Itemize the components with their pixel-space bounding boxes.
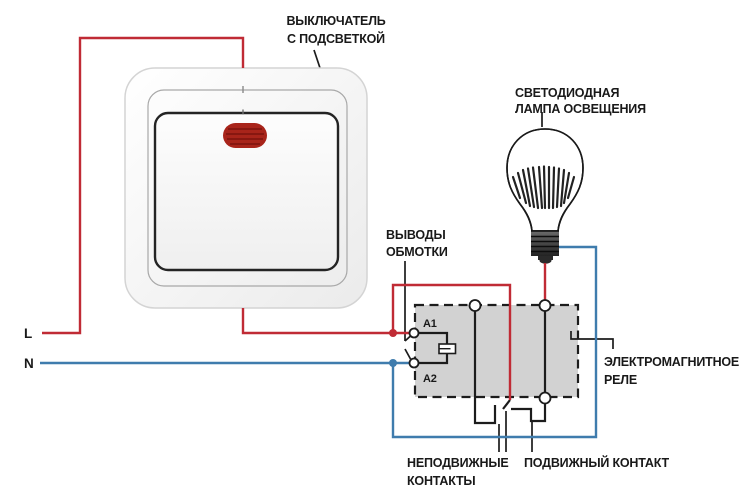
line-terminal-label: L	[24, 326, 32, 341]
junction-dot-line	[389, 329, 397, 337]
wire-line-to-switch	[42, 36, 245, 335]
coil-terminal-a1-label: A1	[423, 318, 437, 330]
junction-dot-neutral	[389, 359, 397, 367]
relay-terminal-a2	[408, 357, 420, 369]
black-wire-group	[313, 49, 614, 452]
relay-terminal-lamp	[538, 299, 552, 312]
indicator-ribs	[226, 128, 264, 145]
lamp-base-threads	[531, 230, 559, 253]
coil-wire-top	[418, 331, 449, 344]
relay-label-line2: РЕЛЕ	[604, 373, 637, 387]
relay-terminal-spare	[468, 299, 482, 312]
switch-label-line1: ВЫКЛЮЧАТЕЛЬ	[286, 14, 385, 28]
wall-switch	[124, 67, 368, 309]
winding-label-line1: ВЫВОДЫ	[386, 228, 445, 242]
switch-label-line2: С ПОДСВЕТКОЙ	[287, 31, 385, 46]
fixed-contacts-label-line2: КОНТАКТЫ	[407, 474, 475, 488]
terminal-circles	[408, 299, 552, 405]
neutral-wire-group	[40, 245, 598, 439]
relay-label-line1: ЭЛЕКТРОМАГНИТНОЕ	[604, 355, 739, 369]
moving-contact-label: ПОДВИЖНЫЙ КОНТАКТ	[524, 455, 669, 470]
lamp-label-line1: СВЕТОДИОДНАЯ	[515, 86, 619, 100]
moving-contact-blade	[502, 399, 511, 410]
lamp-heatsink-fins	[511, 165, 576, 210]
coil-wire-bottom	[418, 353, 449, 365]
wire-neutral-loop-to-lamp	[391, 245, 598, 439]
live-wire-group	[42, 36, 547, 400]
moving-contact-bracket	[511, 403, 547, 423]
switch-rocker[interactable]	[153, 111, 340, 272]
leader-winding-a1	[404, 335, 412, 342]
relay-terminal-a1	[408, 327, 420, 339]
wire-switch-to-junction	[241, 308, 409, 335]
leader-switch	[313, 49, 321, 69]
leader-winding-a2	[404, 348, 412, 360]
leader-relay	[570, 331, 614, 349]
led-lamp	[506, 128, 584, 264]
lamp-label-line2: ЛАМПА ОСВЕЩЕНИЯ	[515, 102, 646, 116]
relay-terminal-contact	[538, 391, 552, 405]
switch-frame	[147, 89, 348, 287]
wire-junction-to-contact	[391, 283, 512, 400]
fixed-contacts-label-line1: НЕПОДВИЖНЫЕ	[407, 456, 509, 470]
neutral-terminal-label: N	[24, 356, 34, 371]
winding-label-line2: ОБМОТКИ	[386, 245, 448, 259]
lamp-base-tip	[539, 257, 552, 264]
relay-internal-left	[473, 310, 497, 425]
coil-terminal-a2-label: A2	[423, 373, 437, 385]
